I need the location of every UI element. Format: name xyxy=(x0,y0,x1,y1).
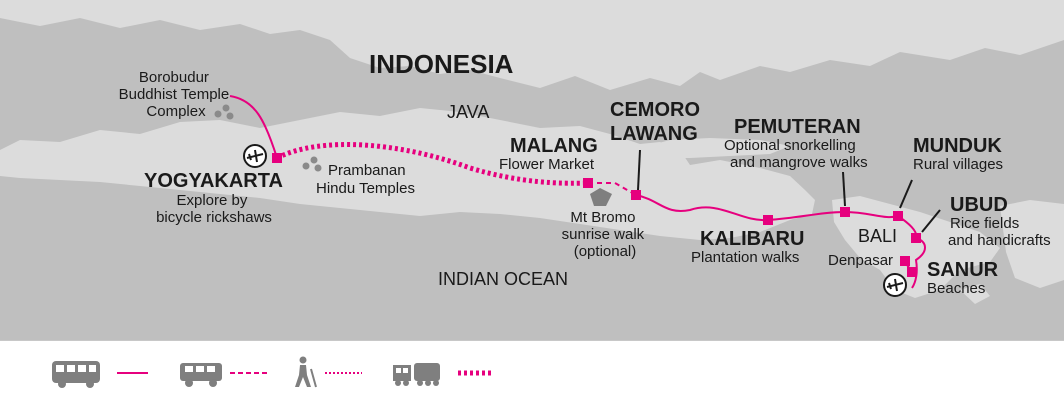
legend xyxy=(0,340,1064,410)
stop-cemoro-lawang xyxy=(631,190,641,200)
train-icon xyxy=(393,363,440,386)
route-jeep xyxy=(588,182,637,196)
pemuteran-label: PEMUTERAN xyxy=(734,116,861,138)
stop-kalibaru xyxy=(763,215,773,225)
route-train xyxy=(275,142,589,186)
kalibaru-note: Plantation walks xyxy=(691,249,799,266)
stops xyxy=(272,153,921,277)
stop-denpasar xyxy=(900,256,910,266)
ubud-note: Rice fields and handicrafts xyxy=(948,215,1051,249)
denpasar-label: Denpasar xyxy=(828,252,893,269)
jeep-icon xyxy=(180,363,222,387)
malang-note: Flower Market xyxy=(499,156,595,173)
kalibaru-label: KALIBARU xyxy=(700,228,804,250)
pointer-cemoro xyxy=(637,149,641,191)
bali-label: BALI xyxy=(858,226,897,246)
madura-island xyxy=(640,138,790,158)
bali-island xyxy=(832,196,1000,298)
java-label: JAVA xyxy=(447,102,489,122)
malang-label: MALANG xyxy=(510,135,598,157)
country-label: INDONESIA xyxy=(369,49,514,79)
munduk-label: MUNDUK xyxy=(913,135,1002,157)
route xyxy=(229,95,926,289)
stop-ubud xyxy=(911,233,921,243)
munduk-note: Rural villages xyxy=(913,156,1003,173)
yogyakarta-note: Explore by bicycle rickshaws xyxy=(156,192,272,226)
sanur-label: SANUR xyxy=(927,259,999,281)
route-walk-borobudur xyxy=(229,95,278,159)
pointer-ubud xyxy=(921,209,941,233)
hiker-icon xyxy=(295,356,317,388)
pointer-munduk xyxy=(899,179,913,209)
pointer-pemuteran xyxy=(842,171,846,207)
yogyakarta-label: YOGYAKARTA xyxy=(144,170,283,192)
temple-icon xyxy=(214,104,234,120)
java-island xyxy=(0,108,815,240)
cemoro-lawang-label: CEMORO LAWANG xyxy=(610,99,706,145)
ubud-label: UBUD xyxy=(950,194,1008,216)
stop-munduk xyxy=(893,211,903,221)
prambanan-label: Prambanan Hindu Temples xyxy=(316,162,415,197)
stop-malang xyxy=(583,178,593,188)
stop-yogyakarta xyxy=(272,153,282,163)
stop-sanur xyxy=(907,267,917,277)
sanur-note: Beaches xyxy=(927,280,985,297)
north-landmass xyxy=(0,0,1064,90)
airport-icon xyxy=(883,273,907,297)
lombok-island xyxy=(1000,200,1064,288)
borobudur-label: Borobudur Buddhist Temple Complex xyxy=(119,69,234,120)
ocean-label: INDIAN OCEAN xyxy=(438,269,568,289)
pemuteran-note: Optional snorkelling and mangrove walks xyxy=(724,137,868,171)
pointers xyxy=(637,149,941,233)
volcano-icon xyxy=(590,188,612,206)
temple-icon xyxy=(302,156,322,172)
airport-icon xyxy=(243,144,267,168)
route-bus xyxy=(635,194,926,289)
bus-icon xyxy=(52,361,100,388)
bromo-label: Mt Bromo sunrise walk (optional) xyxy=(562,209,649,260)
route-map: INDONESIA JAVA BALI INDIAN OCEAN Borobud… xyxy=(0,0,1064,340)
stop-pemuteran xyxy=(840,207,850,217)
nusa-island xyxy=(960,284,990,304)
